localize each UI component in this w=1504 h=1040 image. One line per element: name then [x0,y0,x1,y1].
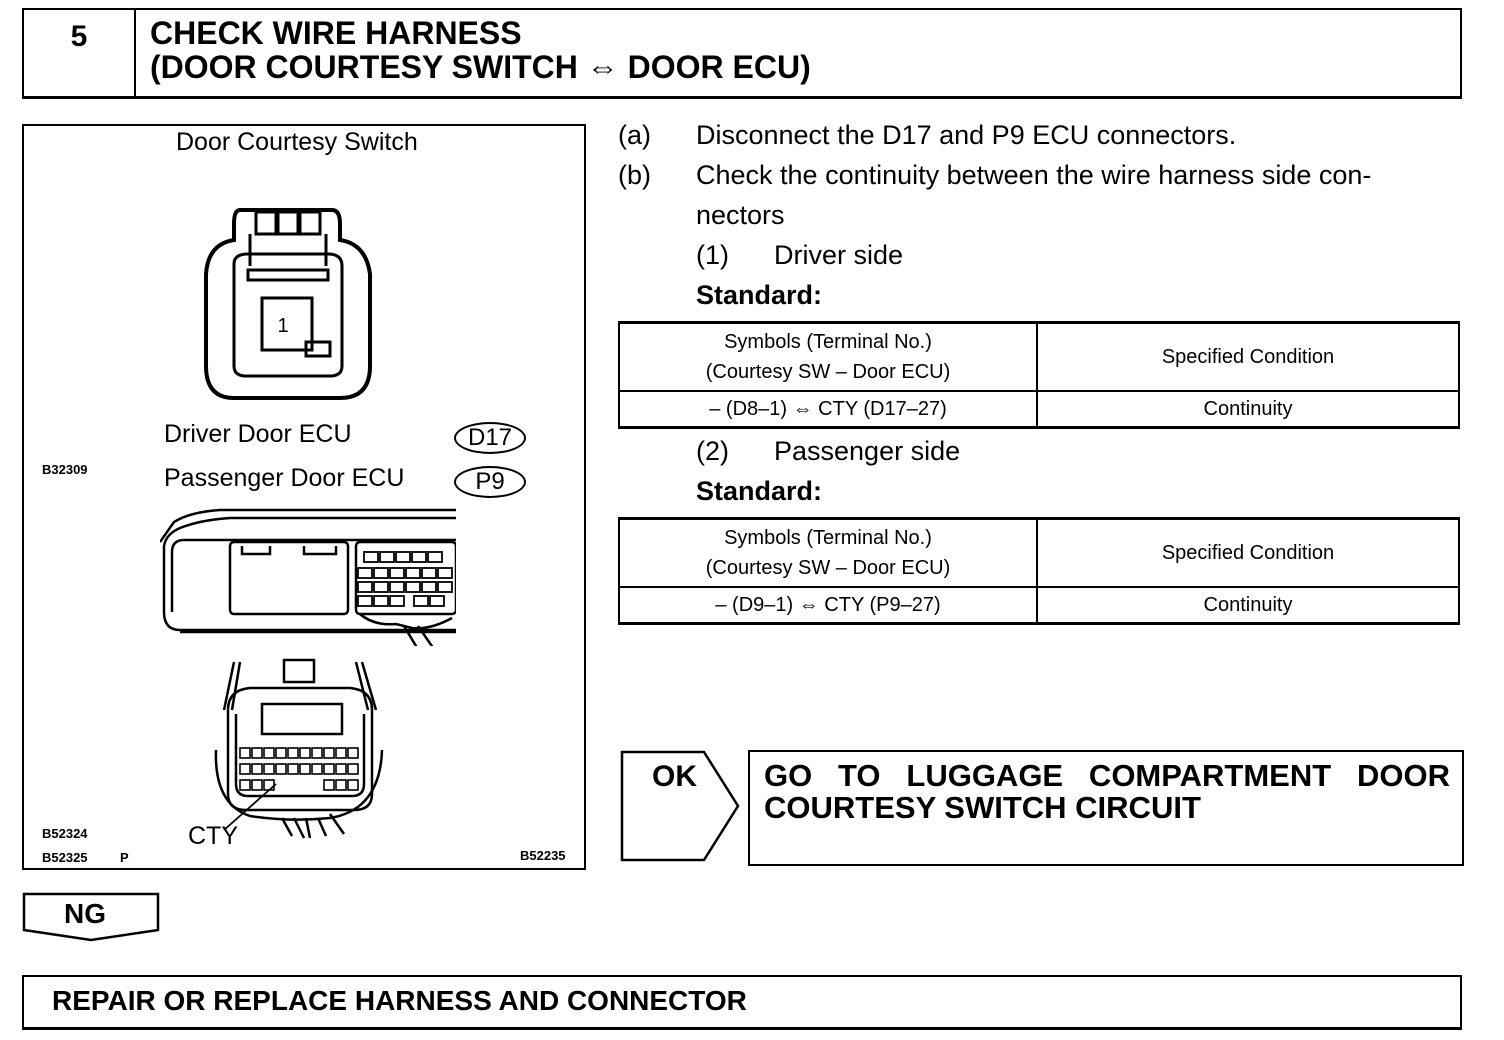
figure-code-bottom-left-1: B52324 [42,826,88,841]
ok-arrow-tab [620,750,740,862]
substep-1-marker: (1) [696,240,729,270]
driver-connector-badge: D17 [454,422,526,454]
ok-label: OK [652,760,697,793]
table-cell-condition: Continuity [1036,586,1460,625]
substep-2-marker: (2) [696,436,729,466]
table-cell-condition: Continuity [1036,390,1460,429]
passenger-side-spec-table: Symbols (Terminal No.) (Courtesy SW – Do… [618,517,1460,625]
terminal-number: 1 [277,315,288,337]
figure-title: Door Courtesy Switch [176,128,418,156]
table-row: – (D9–1) ⇔ CTY (P9–27) Continuity [618,586,1460,625]
harness-connector-drawing [214,658,384,839]
figure-code-bottom-left-2: B52325 [42,850,88,865]
step-title-line1: CHECK WIRE HARNESS [150,15,522,51]
table-header-row: Symbols (Terminal No.) (Courtesy SW – Do… [618,321,1460,392]
substep-2-text: Passenger side [774,436,961,466]
courtesy-switch-connector-drawing: 1 [204,208,372,400]
table-header-condition: Specified Condition [1036,517,1460,588]
step-b-text-line1: Check the continuity between the wire ha… [696,160,1372,190]
substep-1-text: Driver side [774,240,904,270]
step-b-marker: (b) [618,160,651,190]
passenger-connector-badge: P9 [454,466,526,498]
figure-code-p: P [120,850,129,865]
passenger-door-ecu-label: Passenger Door ECU [164,464,405,492]
table-header-symbols: Symbols (Terminal No.) (Courtesy SW – Do… [618,517,1038,588]
repair-text: REPAIR OR REPLACE HARNESS AND CONNECTOR [52,985,747,1016]
connector-figure: Door Courtesy Switch 1 Driver Door ECU D… [22,124,586,870]
table-header-symbols: Symbols (Terminal No.) (Courtesy SW – Do… [618,321,1038,392]
table-header-condition: Specified Condition [1036,321,1460,392]
ok-result-text: GO TO LUGGAGE COMPARTMENT DOOR COURTESY … [764,760,1450,824]
step-number: 5 [24,10,136,96]
figure-code-top: B32309 [42,462,88,477]
ok-result-line2: COURTESY SWITCH CIRCUIT [764,790,1201,825]
standard-label-2: Standard: [696,476,823,506]
ok-result-line1: GO TO LUGGAGE COMPARTMENT DOOR [764,758,1450,793]
step-title: CHECK WIRE HARNESS (DOOR COURTESY SWITCH… [150,16,811,84]
table-row: – (D8–1) ⇔ CTY (D17–27) Continuity [618,390,1460,429]
table-cell-symbols: – (D8–1) ⇔ CTY (D17–27) [618,390,1038,429]
step-header: 5 CHECK WIRE HARNESS (DOOR COURTESY SWIT… [22,8,1462,99]
step-title-line2: (DOOR COURTESY SWITCH ⇔ DOOR ECU) [150,49,811,85]
step-a-marker: (a) [618,120,651,150]
ok-result-box: GO TO LUGGAGE COMPARTMENT DOOR COURTESY … [748,750,1464,866]
standard-label-1: Standard: [696,280,823,310]
figure-code-bottom-right: B52235 [520,848,566,863]
table-header-row: Symbols (Terminal No.) (Courtesy SW – Do… [618,517,1460,588]
cty-label: CTY [188,822,238,850]
door-ecu-drawing [160,508,456,646]
step-b-text-line2: nectors [696,200,785,230]
step-a-text: Disconnect the D17 and P9 ECU connectors… [696,120,1237,150]
ng-label: NG [64,898,106,929]
repair-box: REPAIR OR REPLACE HARNESS AND CONNECTOR [22,975,1462,1030]
ng-arrow-tab [22,892,160,942]
table-cell-symbols: – (D9–1) ⇔ CTY (P9–27) [618,586,1038,625]
driver-side-spec-table: Symbols (Terminal No.) (Courtesy SW – Do… [618,321,1460,429]
driver-door-ecu-label: Driver Door ECU [164,420,352,448]
